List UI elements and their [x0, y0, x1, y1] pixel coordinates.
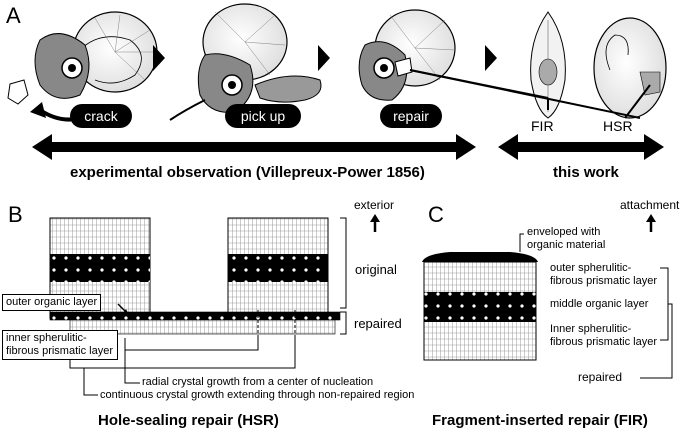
continuous-growth-label: continuous crystal growth extending thro…: [100, 389, 415, 401]
enveloped-label: enveloped with organic material: [527, 226, 606, 251]
crack-pill: crack: [70, 104, 132, 128]
inner-layer-label-b: inner spherulitic-fibrous prismatic laye…: [2, 330, 118, 360]
this-work-label: this work: [553, 164, 619, 181]
hsr-caption: Hole-sealing repair (HSR): [98, 412, 279, 429]
step-arrow: [318, 45, 330, 71]
experimental-observation-label: experimental observation (Villepreux-Pow…: [70, 164, 425, 181]
step-arrow: [153, 45, 165, 71]
outer-organic-layer-label: outer organic layer: [2, 294, 102, 311]
hsr-shell-drawing: [593, 17, 667, 119]
repair-pill: repair: [380, 104, 442, 128]
experimental-observation-arrow: [32, 134, 476, 160]
fir-caption: Fragment-inserted repair (FIR): [432, 412, 648, 429]
exterior-label: exterior: [354, 198, 395, 212]
hsr-cross-section: [49, 217, 341, 335]
argonaut-repair-drawing: [358, 9, 456, 101]
repaired-label-b: repaired: [354, 316, 402, 331]
attachment-label: attachment: [620, 198, 680, 212]
panel-a-label: A: [6, 3, 21, 28]
panel-b-label: B: [8, 202, 23, 227]
hsr-label: HSR: [603, 118, 633, 134]
panel-c-label: C: [428, 202, 444, 227]
argonaut-pickup-drawing: [169, 3, 322, 121]
middle-layer-label-c: middle organic layer: [550, 298, 649, 310]
fir-label: FIR: [531, 118, 554, 134]
fir-shell-drawing: [530, 11, 566, 119]
fir-cross-section: [422, 252, 538, 361]
argonaut-crack-drawing: [7, 11, 158, 122]
repaired-label-c: repaired: [578, 370, 623, 384]
this-work-arrow: [498, 134, 664, 160]
step-arrow: [485, 45, 497, 71]
inner-layer-label-c: Inner spherulitic-fibrous prismatic laye…: [550, 323, 657, 348]
pickup-pill: pick up: [225, 104, 301, 128]
original-label: original: [355, 262, 397, 277]
radial-growth-label: radial crystal growth from a center of n…: [142, 376, 374, 388]
outer-layer-label-c: outer spherulitic-fibrous prismatic laye…: [550, 262, 657, 287]
